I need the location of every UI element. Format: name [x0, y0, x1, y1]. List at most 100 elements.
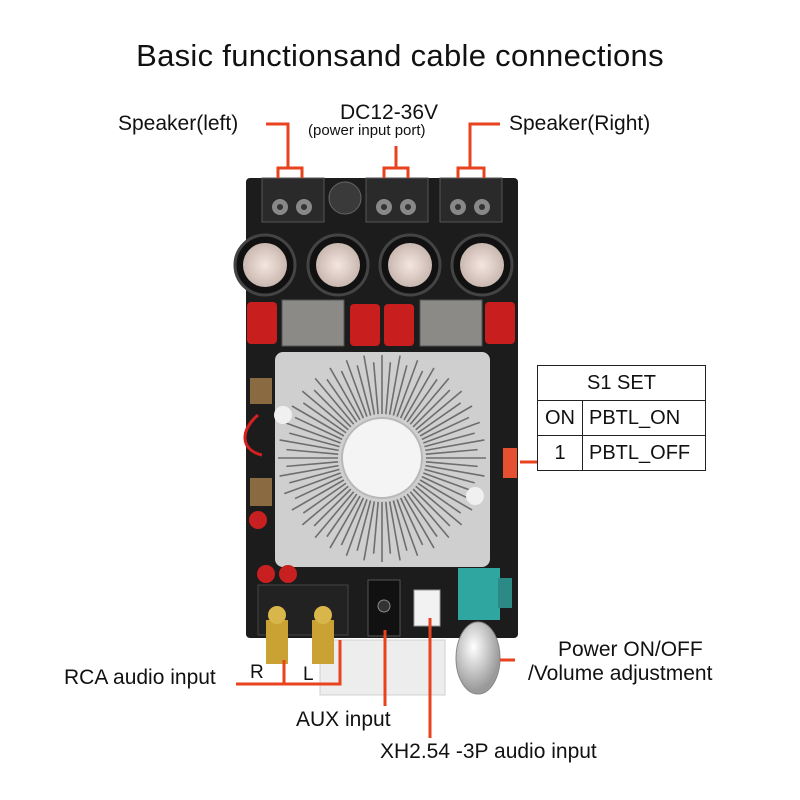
heatsink-fin [301, 390, 349, 431]
heatsink-fin [345, 359, 368, 417]
heatsink-fin [329, 367, 361, 421]
heatsink-fin [417, 402, 462, 434]
heatsink-fin [301, 485, 349, 526]
heatsink-fin [385, 501, 392, 554]
heatsink-center [341, 417, 423, 499]
power-switch-label: Power ON/OFF [558, 638, 703, 661]
heatsink-fin [279, 439, 339, 452]
heatsink-fin [396, 359, 419, 417]
heatsink-fin [356, 365, 372, 416]
heatsink-fin [409, 491, 450, 539]
s1-row-value: PBTL_ON [582, 400, 706, 436]
heatsink-fin [425, 448, 478, 455]
s1-table-header: S1 SET [537, 365, 706, 401]
terminal-block-power [365, 177, 429, 223]
heatsink-fin [340, 497, 365, 546]
heatsink-fin [283, 421, 341, 444]
heatsink-fin [403, 367, 435, 421]
heatsink-fin [302, 402, 347, 434]
heatsink-fin [302, 482, 347, 514]
heatsink-fin [425, 464, 485, 477]
heatsink-fin [372, 501, 379, 554]
s1-row-key: 1 [537, 435, 583, 471]
heatsink-fin [409, 377, 450, 425]
heatsink-fin [392, 500, 408, 551]
power-port-sublabel: (power input port) [308, 122, 426, 139]
heatsink-fin [419, 405, 473, 437]
speaker-right-label: Speaker(Right) [509, 112, 651, 135]
xh-connector [413, 589, 441, 627]
film-capacitors [247, 302, 515, 346]
inductors [281, 299, 483, 347]
heatsink-fin [289, 432, 340, 448]
heatsink-fin [294, 416, 343, 441]
heatsink-fin [415, 390, 463, 431]
heatsink-fin [313, 488, 352, 527]
potentiometer-body [458, 568, 500, 620]
s1-row-value: PBTL_OFF [582, 435, 706, 471]
heatsink-fin [314, 377, 355, 425]
heatsink-fin [406, 378, 438, 423]
heatsink-fin [415, 485, 463, 526]
heatsink-fin [425, 461, 478, 468]
rca-l-label: L [303, 664, 314, 685]
trimmer-knob [328, 181, 362, 215]
heatsink-fin [363, 355, 376, 415]
rca-jacks [257, 584, 349, 664]
heatsink-fin [388, 501, 401, 561]
capacitor-row [233, 233, 514, 297]
terminal-block-left [261, 177, 325, 223]
heatsink-fin [286, 448, 339, 455]
heatsink-fin [385, 362, 392, 415]
heatsink-fin [291, 479, 345, 511]
rca-input-label: RCA audio input [64, 666, 216, 689]
heatsink-fin [396, 499, 419, 557]
heatsink-fin [424, 468, 475, 484]
heatsink-fin [313, 389, 352, 428]
xh-input-label: XH2.54 -3P audio input [380, 740, 597, 763]
heatsink-fin [406, 493, 438, 538]
heatsink-fin [392, 365, 408, 416]
heatsink-fin [399, 370, 424, 419]
heatsink-fin [363, 501, 376, 561]
aux-input-label: AUX input [296, 708, 391, 731]
heatsink-fin [294, 475, 343, 500]
heatsink-fin [421, 475, 470, 500]
heatsink-fin [340, 370, 365, 419]
heatsink-fin [326, 378, 358, 423]
heatsink-fin [424, 432, 475, 448]
table-row: ON PBTL_ON [537, 400, 706, 436]
heatsink-fin [421, 416, 470, 441]
s1-row-key: ON [537, 400, 583, 436]
diagram-title: Basic functionsand cable connections [136, 38, 664, 73]
s1-dip-switch [503, 448, 517, 478]
heatsink-fin [423, 421, 481, 444]
heatsink-fin [425, 439, 485, 452]
heatsink-fin [412, 389, 451, 428]
heatsink-fin [419, 479, 473, 511]
speaker-left-label: Speaker(left) [118, 112, 239, 135]
heatsink-fin [403, 495, 435, 549]
heatsink-fin [372, 362, 379, 415]
heatsink-fin [289, 468, 340, 484]
heatsink-fin [399, 497, 424, 546]
volume-knob [455, 621, 501, 695]
heatsink-fin [326, 493, 358, 538]
heatsink-fin [283, 472, 341, 495]
terminal-block-right [439, 177, 503, 223]
s1-settings-table: S1 SET ON PBTL_ON 1 PBTL_OFF [537, 365, 706, 471]
heatsink-fin [329, 495, 361, 549]
heatsink-fin [417, 482, 462, 514]
heatsink-fin [412, 488, 451, 527]
callout-lines [236, 122, 537, 738]
heatsink-fin [286, 461, 339, 468]
heatsink-fin [291, 405, 345, 437]
heatsink-fin [279, 464, 339, 477]
table-row: 1 PBTL_OFF [537, 435, 706, 471]
heatsink-fin [345, 499, 368, 557]
power-port-label: DC12-36V [340, 101, 439, 124]
heatsink-fin [388, 355, 401, 415]
volume-adjust-label: /Volume adjustment [528, 662, 713, 685]
heatsink-fin [356, 500, 372, 551]
